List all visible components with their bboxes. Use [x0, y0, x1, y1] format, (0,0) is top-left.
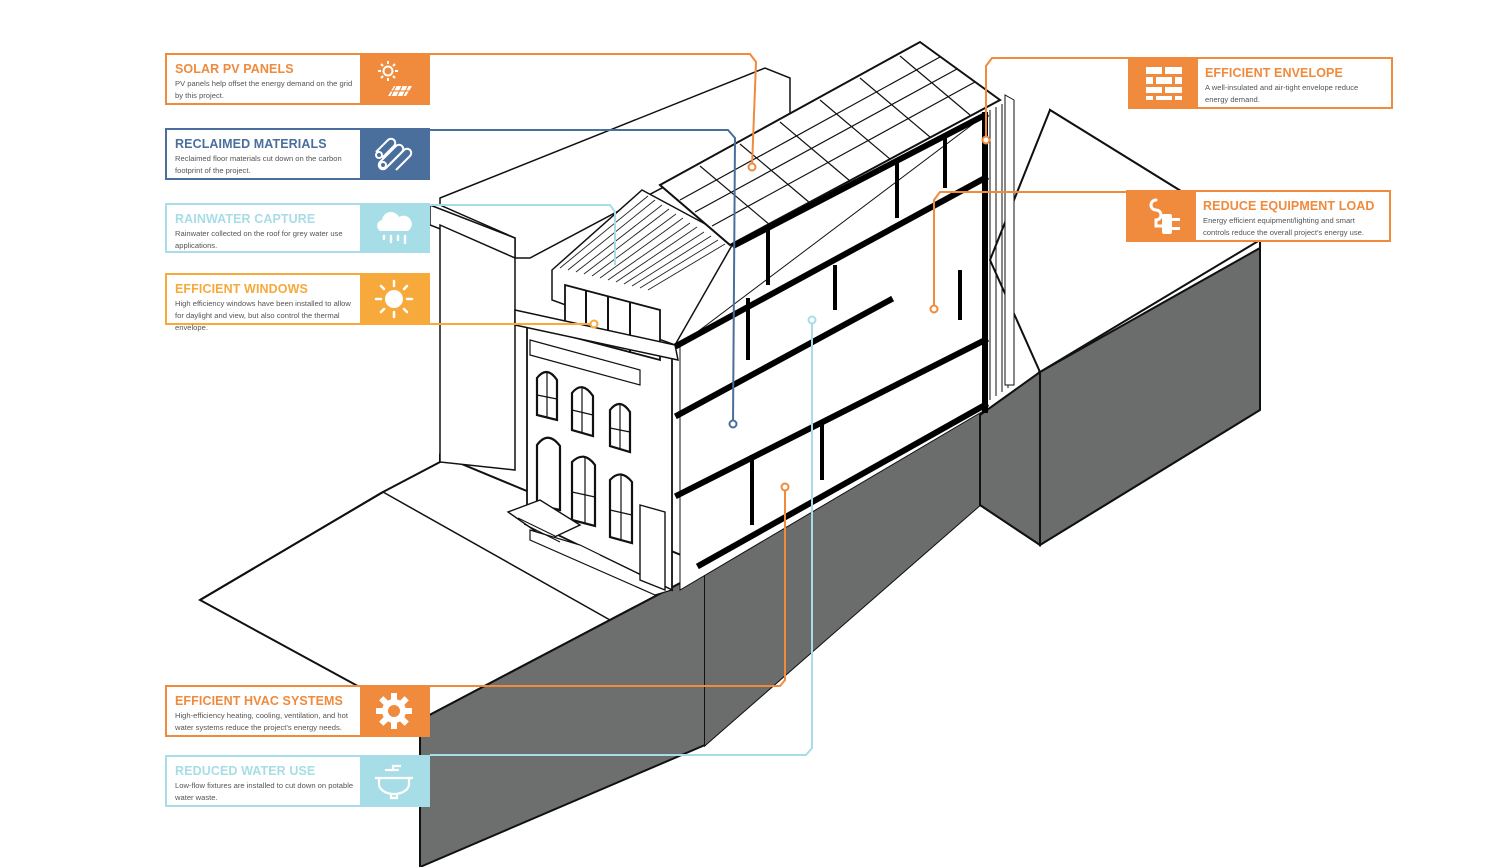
- callout-title: REDUCED WATER USE: [175, 764, 316, 778]
- rain-cloud-icon: [360, 205, 428, 251]
- callout-description: Reclaimed floor materials cut down on th…: [175, 154, 342, 175]
- sun-with-solar-panel-icon: [360, 55, 428, 103]
- stacked-logs-icon: [360, 130, 428, 178]
- leader-lines: [430, 53, 1128, 756]
- water-leader: [430, 320, 813, 756]
- power-plug-icon: [1128, 192, 1196, 240]
- callout-title: SOLAR PV PANELS: [175, 62, 294, 76]
- reduce-equipment-load-callout: REDUCE EQUIPMENT LOAD Energy efficient e…: [1126, 190, 1391, 242]
- sun-icon: [360, 275, 428, 323]
- windows-leader-endpoint: [589, 319, 599, 329]
- callout-title: EFFICIENT HVAC SYSTEMS: [175, 694, 343, 708]
- neighbor-building: [429, 67, 791, 471]
- hvac-leader-endpoint: [780, 482, 790, 492]
- callout-title: REDUCE EQUIPMENT LOAD: [1203, 199, 1375, 213]
- rainwater-leader: [430, 204, 616, 265]
- efficient-hvac-systems-callout: EFFICIENT HVAC SYSTEMS High-efficiency h…: [165, 685, 430, 737]
- rainwater-capture-callout: RAINWATER CAPTURE Rainwater collected on…: [165, 203, 430, 253]
- reclaimed-leader: [430, 129, 737, 425]
- envelope-leader-endpoint: [981, 135, 991, 145]
- efficient-envelope-callout: EFFICIENT ENVELOPE A well-insulated and …: [1128, 57, 1393, 109]
- callout-description: Energy efficient equipment/lighting and …: [1203, 216, 1365, 237]
- envelope-leader: [985, 57, 1128, 140]
- callout-title: EFFICIENT WINDOWS: [175, 282, 308, 296]
- callout-title: RAINWATER CAPTURE: [175, 212, 316, 226]
- hvac-leader: [430, 487, 786, 687]
- brick-wall-icon: [1130, 59, 1198, 107]
- ground-front-far-right: [1039, 246, 1261, 547]
- callout-description: PV panels help offset the energy demand …: [175, 79, 353, 100]
- equipment-leader: [933, 191, 1126, 309]
- callout-description: A well-insulated and air-tight envelope …: [1205, 83, 1359, 104]
- gear-icon: [360, 687, 428, 735]
- equipment-leader-endpoint: [929, 304, 939, 314]
- solar-pv-roof: [658, 40, 1002, 247]
- callout-title: RECLAIMED MATERIALS: [175, 137, 327, 151]
- callout-description: Low-flow fixtures are installed to cut d…: [175, 781, 354, 802]
- callout-description: High-efficiency heating, cooling, ventil…: [175, 711, 348, 732]
- ground-front-right: [979, 370, 1041, 547]
- reclaimed-materials-callout: RECLAIMED MATERIALS Reclaimed floor mate…: [165, 128, 430, 180]
- solar-leader-endpoint: [747, 162, 757, 172]
- solar-pv-panels-callout: SOLAR PV PANELS PV panels help offset th…: [165, 53, 430, 105]
- solar-leader: [430, 53, 758, 168]
- ground-front-mid-low: [705, 410, 980, 745]
- reduced-water-use-callout: REDUCED WATER USE Low-flow fixtures are …: [165, 755, 430, 807]
- callout-description: Rainwater collected on the roof for grey…: [175, 229, 343, 250]
- callout-title: EFFICIENT ENVELOPE: [1205, 66, 1343, 80]
- rowhouse: [506, 40, 1015, 596]
- reclaimed-leader-endpoint: [728, 419, 738, 429]
- efficient-windows-callout: EFFICIENT WINDOWS High efficiency window…: [165, 273, 430, 332]
- sink-faucet-icon: [360, 757, 428, 805]
- callout-description: High efficiency windows have been instal…: [175, 299, 351, 332]
- water-leader-endpoint: [807, 315, 817, 325]
